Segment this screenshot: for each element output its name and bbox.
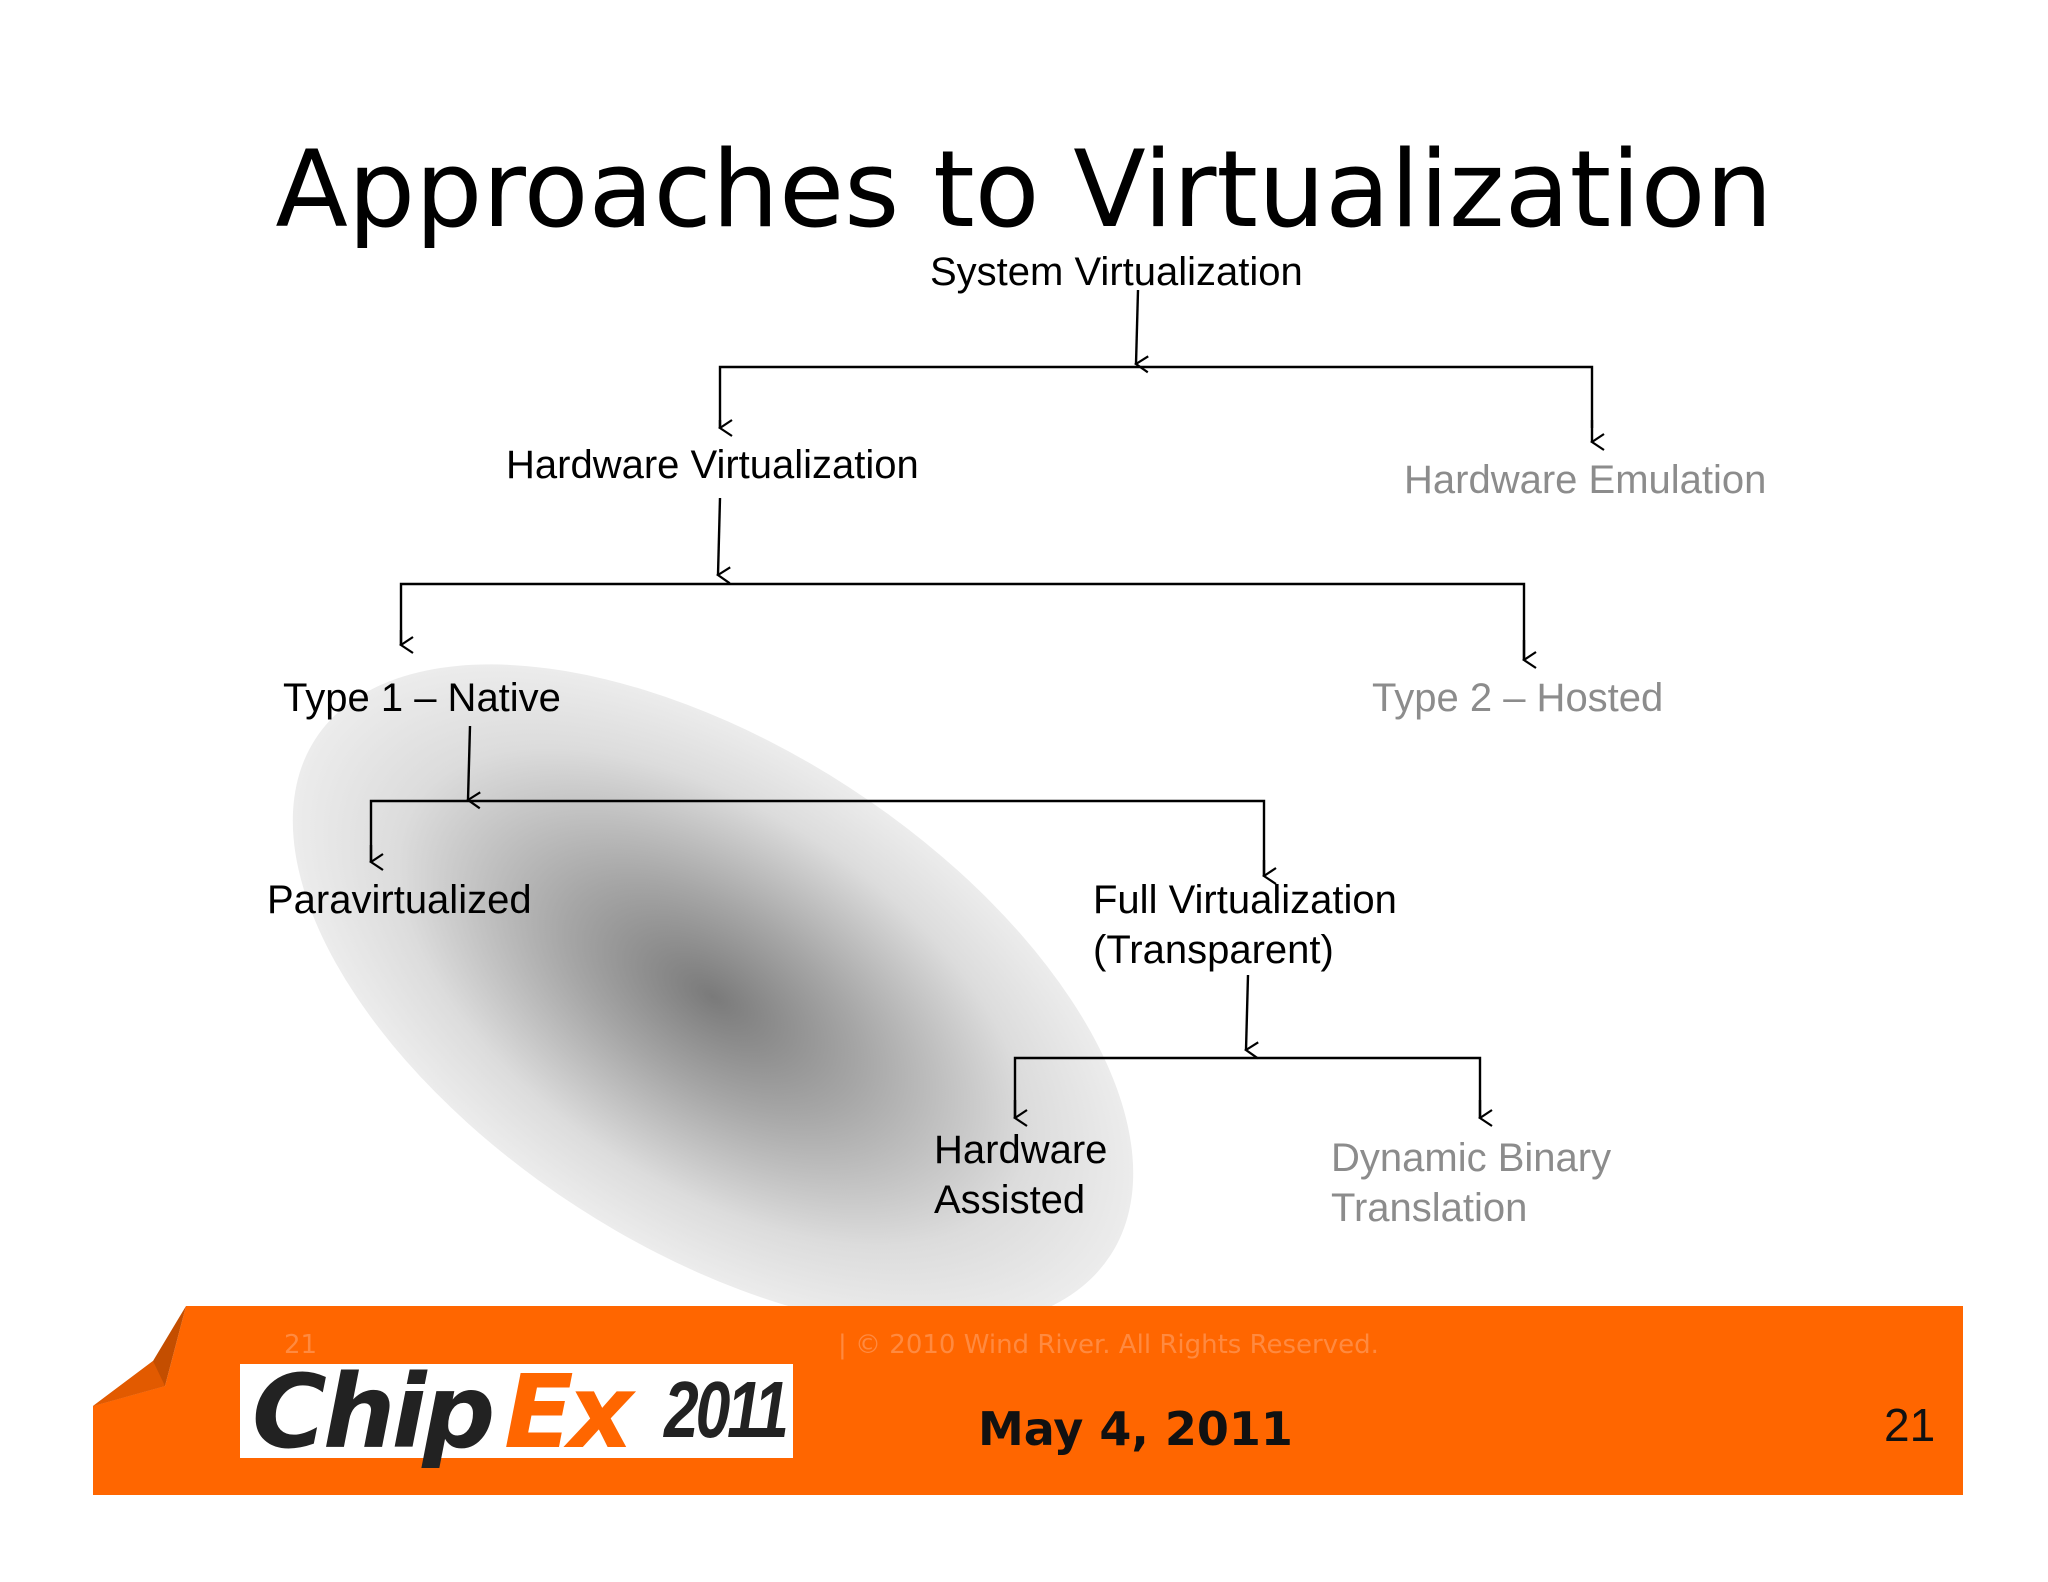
node-hardware-virtualization: Hardware Virtualization bbox=[506, 443, 919, 487]
highlight-ellipse bbox=[292, 664, 1134, 1330]
chipex-logo bbox=[240, 1364, 793, 1458]
node-dynamic-binary-line1: Dynamic Binary bbox=[1331, 1136, 1611, 1180]
connector-hardware-virtualization bbox=[399, 497, 1537, 669]
page-title: Approaches to Virtualization bbox=[275, 128, 1773, 251]
logo-chip-text: Chip bbox=[252, 1353, 495, 1472]
footer-date: May 4, 2011 bbox=[978, 1402, 1293, 1456]
page-number: 21 bbox=[1884, 1399, 1936, 1451]
node-paravirtualized: Paravirtualized bbox=[267, 878, 532, 922]
connector-system bbox=[718, 289, 1605, 451]
node-hardware-assisted-line2: Assisted bbox=[934, 1178, 1085, 1222]
connector-type1 bbox=[369, 725, 1277, 885]
node-hardware-emulation: Hardware Emulation bbox=[1404, 458, 1766, 502]
connector-full-virtualization bbox=[1013, 974, 1493, 1127]
node-system-virtualization: System Virtualization bbox=[930, 250, 1303, 294]
node-type1-native: Type 1 – Native bbox=[283, 676, 561, 720]
node-full-virtualization-line1: Full Virtualization bbox=[1093, 878, 1397, 922]
node-dynamic-binary-line2: Translation bbox=[1331, 1186, 1527, 1230]
footer-page-curl bbox=[93, 1306, 186, 1406]
footer-copyright: | © 2010 Wind River. All Rights Reserved… bbox=[838, 1330, 1379, 1360]
logo-ex-text: Ex bbox=[504, 1353, 633, 1472]
node-hardware-assisted-line1: Hardware bbox=[934, 1128, 1107, 1172]
logo-year-text: 2011 bbox=[664, 1365, 789, 1454]
node-full-virtualization-line2: (Transparent) bbox=[1093, 928, 1334, 972]
footer-faint-page-number: 21 bbox=[284, 1330, 318, 1360]
node-type2-hosted: Type 2 – Hosted bbox=[1372, 676, 1663, 720]
